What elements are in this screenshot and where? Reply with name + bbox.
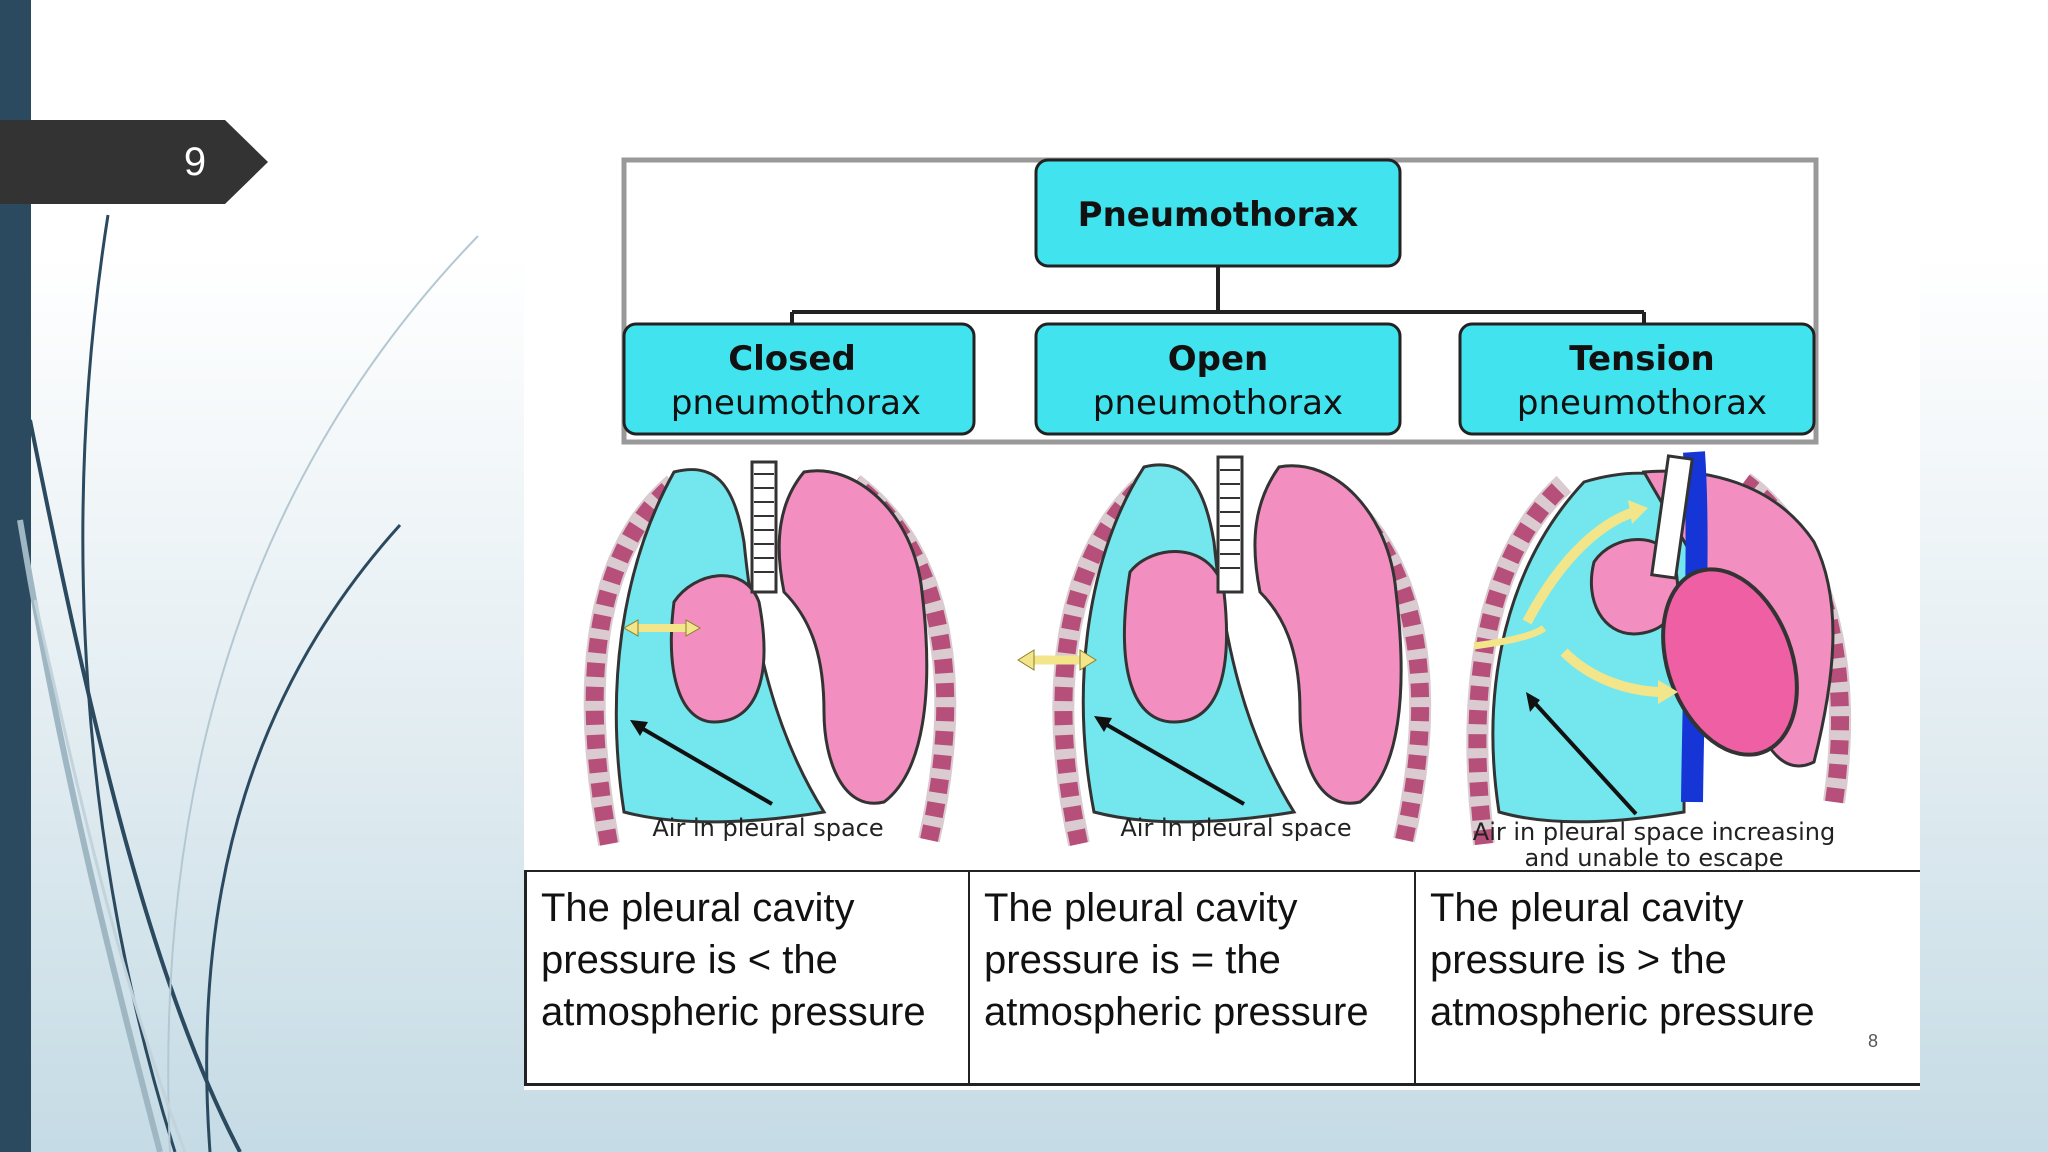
description-tension-text: The pleural cavity pressure is > the atm… xyxy=(1430,886,1815,1034)
node-closed xyxy=(622,322,976,436)
slide-number: 9 xyxy=(183,140,207,184)
node-pneumothorax xyxy=(1034,158,1402,268)
tension-lung-illustration xyxy=(1466,451,1851,846)
caption-tension-line2: and unable to escape xyxy=(1524,844,1783,872)
node-closed-subtitle: pneumothorax xyxy=(671,383,921,423)
description-closed: The pleural cavity pressure is < the atm… xyxy=(524,870,970,1086)
node-tension xyxy=(1458,322,1816,436)
figure-reference: 8 xyxy=(1867,1031,1878,1051)
description-open: The pleural cavity pressure is = the atm… xyxy=(970,870,1416,1086)
node-closed-title: Closed xyxy=(728,339,856,379)
closed-lung-illustration xyxy=(583,460,957,847)
description-tension: The pleural cavity pressure is > the atm… xyxy=(1416,870,1920,1086)
node-tension-subtitle: pneumothorax xyxy=(1517,383,1767,423)
caption-open: Air in pleural space xyxy=(1120,814,1351,842)
node-open xyxy=(1034,322,1402,436)
open-lung-illustration xyxy=(1017,455,1432,847)
node-pneumothorax-label: Pneumothorax xyxy=(1078,195,1359,235)
pneumothorax-figure: Pneumothorax Closed pneumothorax Open pn… xyxy=(524,122,1920,1090)
pneumothorax-diagram: Pneumothorax Closed pneumothorax Open pn… xyxy=(583,157,1851,872)
node-open-title: Open xyxy=(1168,339,1269,379)
decorative-curves xyxy=(17,214,479,1152)
slide-number-badge xyxy=(0,120,268,204)
caption-tension-line1: Air in pleural space increasing xyxy=(1473,818,1835,846)
node-open-subtitle: pneumothorax xyxy=(1093,383,1343,423)
caption-closed: Air in pleural space xyxy=(652,814,883,842)
node-tension-title: Tension xyxy=(1569,339,1714,379)
